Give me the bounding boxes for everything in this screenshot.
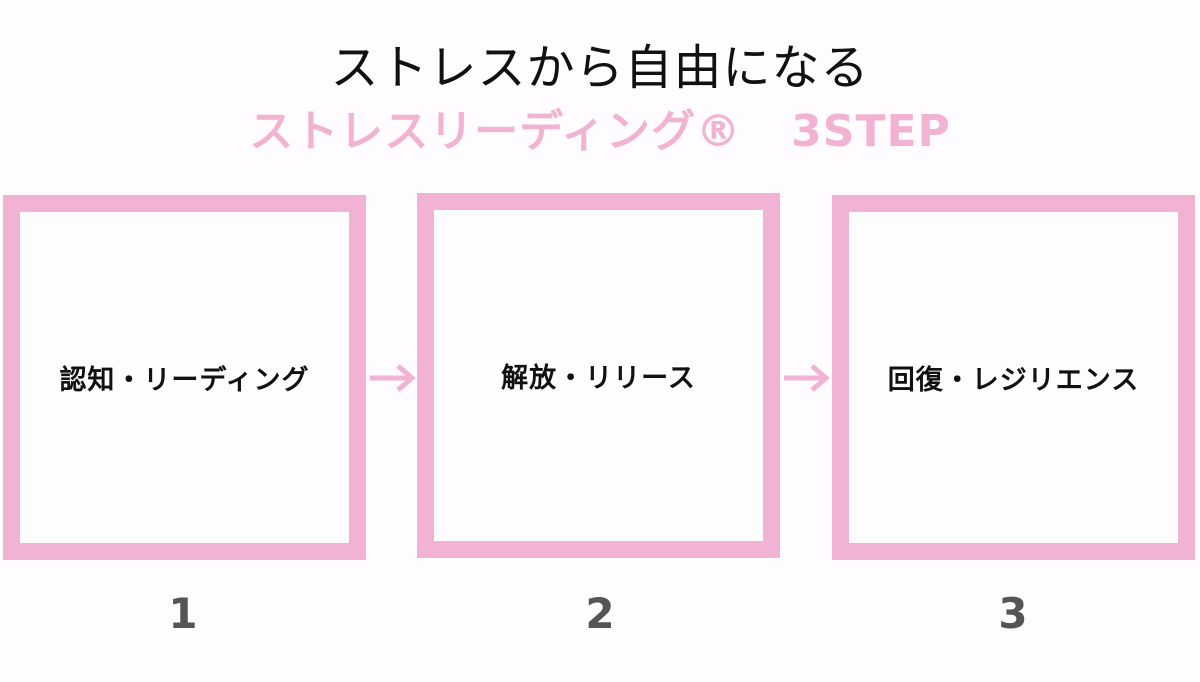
- subtitle-suffix: 3STEP: [791, 106, 951, 157]
- step-box-3: 回復・レジリエンス: [832, 195, 1195, 560]
- step-label-3: 回復・レジリエンス: [887, 365, 1140, 396]
- arrow-right-icon: [784, 364, 830, 392]
- step-box-1: 認知・リーディング: [3, 195, 366, 560]
- page-subtitle: ストレスリーディング® 3STEP: [0, 104, 1200, 160]
- step-box-2: 解放・リリース: [417, 193, 780, 558]
- subtitle-main: ストレスリーディング®: [249, 106, 742, 157]
- arrow-right-icon: [370, 364, 416, 392]
- page-title: ストレスから自由になる: [330, 40, 870, 96]
- step-label-2: 解放・リリース: [501, 363, 696, 394]
- step-number-3: 3: [998, 589, 1028, 638]
- step-number-1: 1: [168, 589, 198, 638]
- step-number-2: 2: [585, 589, 615, 638]
- step-label-1: 認知・リーディング: [59, 365, 310, 396]
